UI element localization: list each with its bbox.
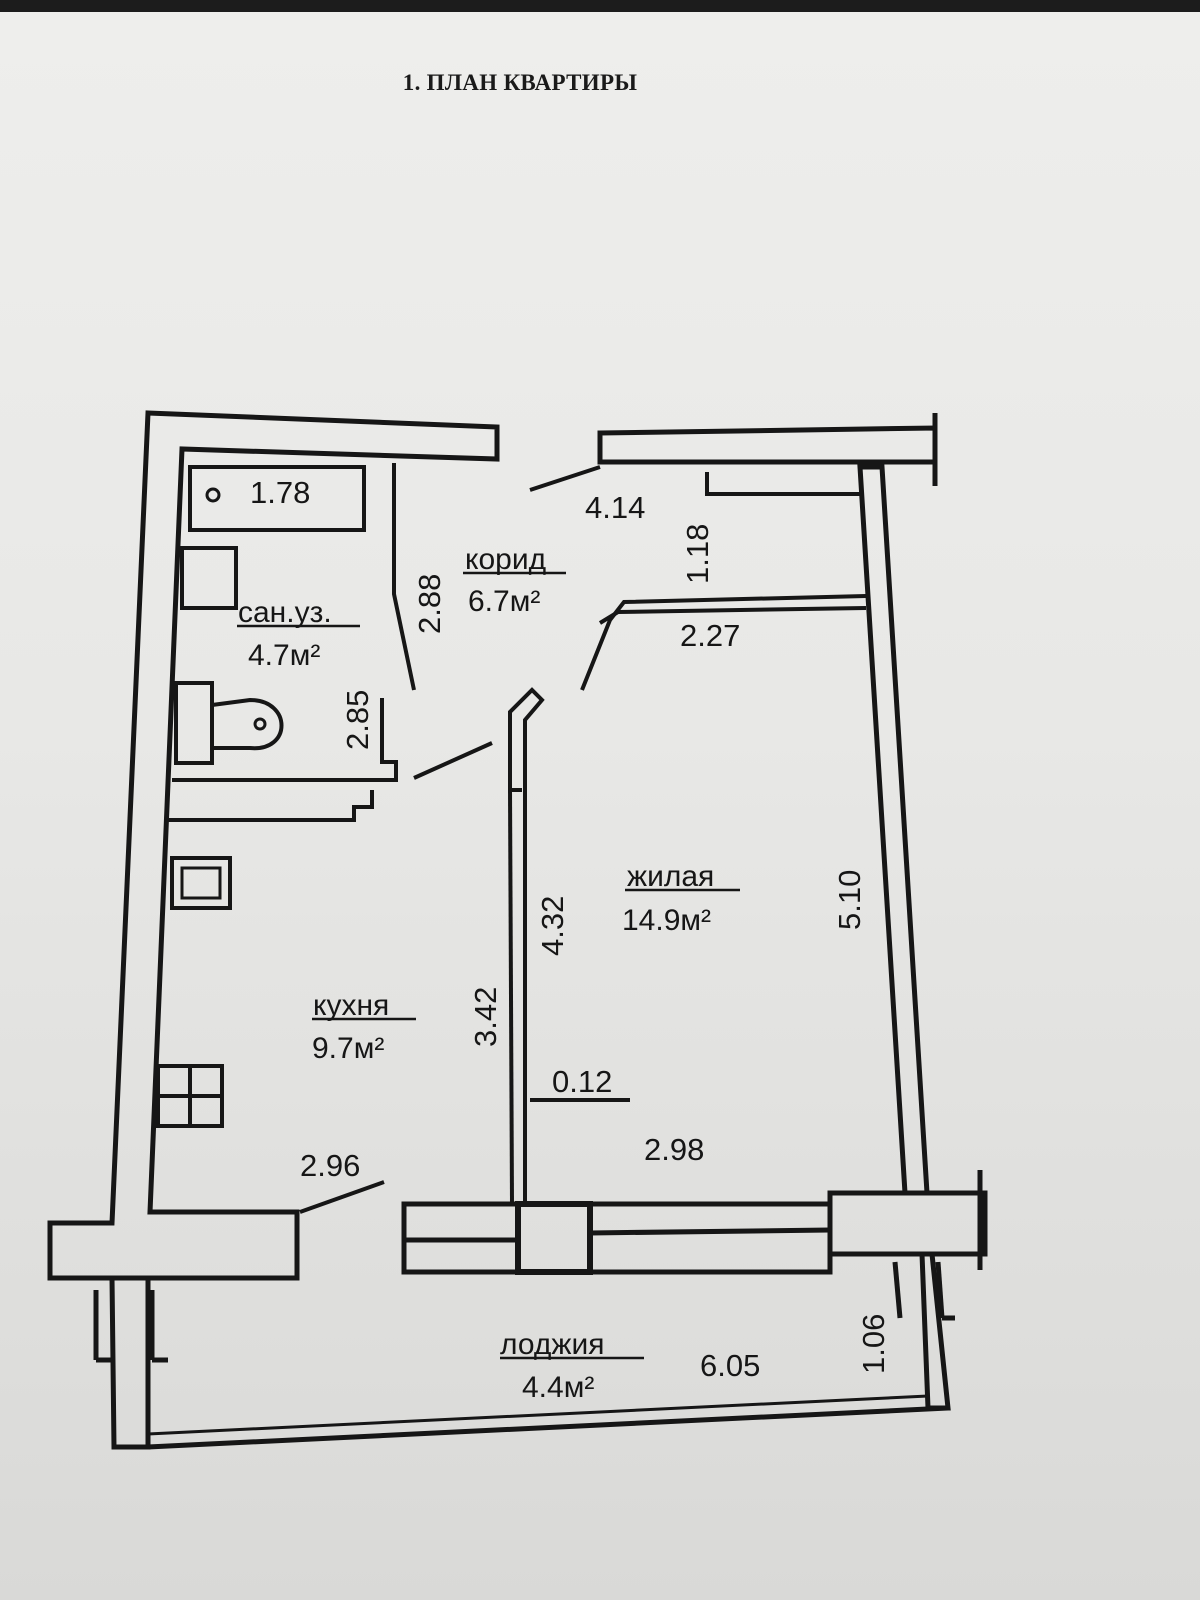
kitchen-dim-leader <box>299 1180 385 1214</box>
window-pane-line-b <box>589 1227 831 1236</box>
toilet-bowl <box>211 697 284 751</box>
living-area: 14.9м² <box>622 904 711 937</box>
interior-walls <box>168 463 867 1214</box>
bathroom-step <box>168 790 374 822</box>
bathroom-partition-lower <box>172 698 398 782</box>
bathtub-drain <box>205 487 221 503</box>
loggia-area: 4.4м² <box>522 1371 594 1404</box>
page-top-edge <box>0 0 1200 12</box>
dim-bath-height-a: 2.88 <box>412 574 447 634</box>
page-title: 1. ПЛАН КВАРТИРЫ <box>402 70 638 95</box>
dim-loggia-width: 6.05 <box>700 1348 760 1383</box>
wall-bottom-right <box>827 1190 988 1257</box>
wall-top-left <box>47 410 500 1281</box>
kitchen-name: кухня <box>313 989 389 1022</box>
bathroom-area: 4.7м² <box>248 639 320 672</box>
wall-loggia-right-a <box>892 1261 903 1319</box>
bathroom-partition <box>392 463 416 691</box>
dim-living-width: 2.98 <box>644 1132 704 1167</box>
room-name-underlines <box>237 571 740 1360</box>
dim-kitchen-width: 2.96 <box>300 1148 360 1183</box>
loggia-name: лоджия <box>500 1328 604 1361</box>
dim-wardrobe-depth: 1.18 <box>680 524 715 584</box>
toilet-tank <box>174 681 214 765</box>
central-partition <box>508 687 545 1205</box>
walls <box>47 410 988 1450</box>
wall-right <box>857 464 930 1196</box>
loggia-parapet <box>147 1405 949 1450</box>
wall-loggia-right <box>919 1251 951 1411</box>
dim-bath-height-b: 2.85 <box>340 690 375 750</box>
dim-kitchen-height: 3.42 <box>468 987 503 1047</box>
central-partition-left <box>508 789 514 1206</box>
wall-loggia-left <box>109 1275 151 1450</box>
bathtub <box>188 465 366 532</box>
ventilation-shaft <box>170 856 232 910</box>
living-name: жилая <box>627 860 714 893</box>
loggia-parapet-inner <box>147 1394 929 1436</box>
dim-wall-thickness: 0.12 <box>552 1064 612 1099</box>
corridor-area: 6.7м² <box>468 585 540 618</box>
corridor-name: корид <box>465 543 546 576</box>
dim-partition-length: 4.32 <box>535 896 570 956</box>
dim-wardrobe-width: 2.27 <box>680 618 740 653</box>
dim-bathtub: 1.78 <box>250 475 310 510</box>
washbasin <box>180 546 238 610</box>
entrance-door <box>529 465 601 492</box>
ventilation-shaft-inner <box>180 866 222 900</box>
dim-corridor-top: 4.14 <box>585 490 645 525</box>
dim-living-height: 5.10 <box>832 870 867 930</box>
bathroom-door <box>413 741 493 780</box>
wardrobe-wall-inner <box>598 606 867 625</box>
shelf <box>705 472 860 496</box>
kitchen-area: 9.7м² <box>312 1032 384 1065</box>
fixtures <box>156 465 366 1128</box>
wall-loggia-right-b <box>935 1261 945 1319</box>
bathroom-name: сан.уз. <box>238 596 332 629</box>
toilet-hole <box>253 717 267 731</box>
dim-loggia-depth: 1.06 <box>856 1314 891 1374</box>
balcony-door <box>515 1201 593 1275</box>
wall-top-right <box>597 425 938 465</box>
